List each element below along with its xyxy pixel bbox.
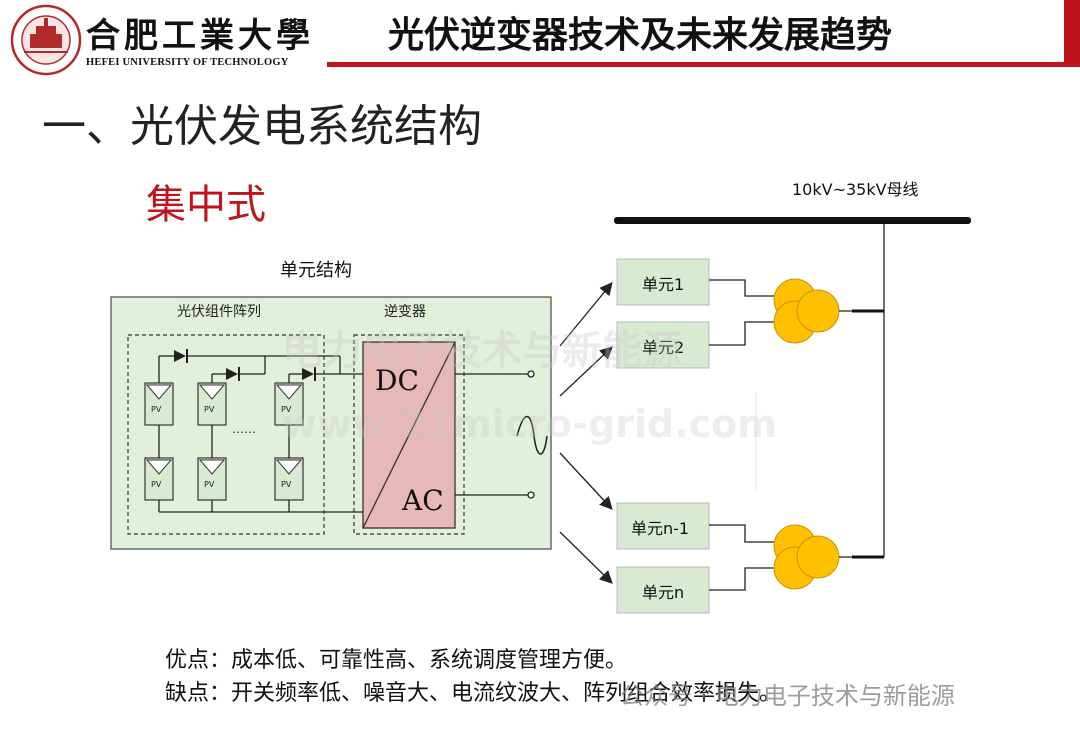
footer-watermark: 公众号 · 电力电子技术与新能源 [620,682,955,710]
unit-box-n [616,566,710,614]
watermark-center-cn: 电力电子技术与新能源 [282,328,682,374]
pv-module-label: PV [204,480,215,489]
inverter-box [353,334,465,535]
ellipsis-label: …… [232,422,256,436]
pv-module [197,382,227,426]
ac-label: AC [402,484,444,517]
pv-module [197,457,227,501]
pv-array-box [127,334,325,535]
unit-arrows [559,281,613,584]
unit-to-transformer-wiring [709,279,778,591]
header-corner-bar [1064,0,1080,62]
logo-text-en: HEFEI UNIVERSITY OF TECHNOLOGY [86,57,289,68]
pros-text: 优点：成本低、可靠性高、系统调度管理方便。 [165,648,628,673]
unit-box-2 [616,321,710,369]
unit-label-1: 单元1 [642,275,685,294]
pv-module [144,382,174,426]
watermark-center-url: www.21micro-grid.com [282,402,777,446]
inverter-output-wiring [455,370,535,499]
unit-structure-box [110,296,552,550]
unit-box-n-1 [616,502,710,550]
section-subtitle: 集中式 [146,182,266,228]
cons-text: 缺点：开关频率低、噪音大、电流纹波大、阵列组合效率损失。 [165,681,782,706]
unit-label-n-1: 单元n-1 [631,519,690,538]
pv-module-label: PV [151,480,162,489]
busbar [614,217,971,224]
transformer-icon-top [773,278,840,344]
pv-module-label: PV [281,405,292,414]
dc-label: DC [375,364,419,397]
unit-label-2: 单元2 [642,338,685,357]
diode-icon [174,349,316,381]
logo-text-cn: 合肥工業大學 [86,16,314,56]
pv-module-label: PV [204,405,215,414]
string-wiring [158,355,363,513]
transformer-to-bus-wiring [839,221,885,558]
university-seal-icon [10,4,82,76]
pv-module-label: PV [281,480,292,489]
unit-box-1 [616,258,710,306]
pv-module [144,457,174,501]
ac-sine-icon [516,415,548,455]
header-title: 光伏逆变器技术及未来发展趋势 [388,15,893,56]
pv-module [274,457,304,501]
section-title: 一、光伏发电系统结构 [42,101,482,152]
pv-module-label: PV [151,405,162,414]
unit-label-n: 单元n [642,583,685,602]
header-graphics [10,0,1080,76]
inverter-label: 逆变器 [384,304,426,320]
busbar-voltage-label: 10kV~35kV母线 [792,180,919,199]
pv-array-label: 光伏组件阵列 [177,304,261,320]
header-rule [327,62,1080,67]
unit-structure-label: 单元结构 [280,260,352,281]
transformer-icon-bottom [773,524,840,590]
